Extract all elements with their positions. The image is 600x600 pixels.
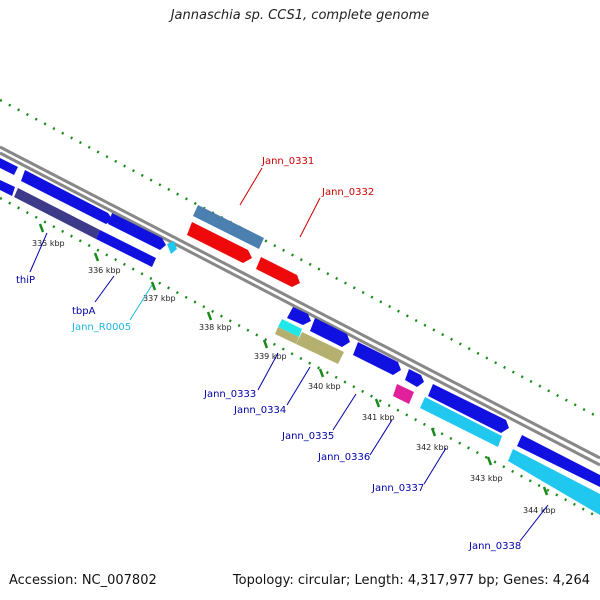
gene-jann-0335[interactable]: [353, 342, 401, 375]
tick-340: [318, 368, 325, 378]
gene-jann-0333-cyan[interactable]: [278, 319, 302, 337]
leader-line: [94, 275, 115, 303]
gene-jann-0336[interactable]: [405, 369, 424, 387]
tick-343: [486, 456, 493, 466]
leader-line: [29, 232, 48, 273]
tick-338: [206, 311, 213, 321]
topology-text: Topology: circular; Length: 4,317,977 bp…: [232, 573, 590, 588]
gene-label-jann-0338[interactable]: Jann_0338: [468, 541, 521, 552]
leader-line: [257, 352, 279, 391]
kbp-label: 344 kbp: [523, 506, 556, 515]
kbp-label: 337 kbp: [143, 294, 176, 303]
tick-336: [93, 252, 100, 262]
gene-label-jann-0331[interactable]: Jann_0331: [261, 156, 314, 167]
gene-thip[interactable]: [14, 188, 100, 239]
gene-forward-left-edge[interactable]: [0, 158, 18, 175]
gene-forward-blue[interactable]: [21, 170, 113, 224]
leader-line: [129, 284, 153, 321]
gene-label-jann-0333[interactable]: Jann_0333: [203, 389, 256, 400]
gene-jann-0336-magenta[interactable]: [393, 384, 414, 404]
tick-335: [38, 223, 45, 233]
leader-line: [423, 447, 447, 485]
tick-341: [374, 398, 381, 408]
tick-337: [150, 281, 157, 291]
inner-tick-ring: [0, 196, 600, 520]
kbp-label: 341 kbp: [362, 413, 395, 422]
gene-label-jann-0334[interactable]: Jann_0334: [233, 405, 286, 416]
kbp-label: 343 kbp: [470, 474, 503, 483]
backbone-line-inner: [0, 151, 600, 467]
gene-forward-blue[interactable]: [310, 318, 350, 347]
leader-line: [239, 167, 263, 206]
gene-label-jann-0332[interactable]: Jann_0332: [321, 187, 374, 198]
gene-label-jann-r0005[interactable]: Jann_R0005: [71, 322, 131, 333]
gene-forward-blue[interactable]: [428, 384, 509, 433]
gene-forward-blue-right[interactable]: [517, 435, 600, 487]
tick-339: [262, 339, 269, 349]
kbp-label: 338 kbp: [199, 323, 232, 332]
leader-line: [299, 197, 321, 238]
gene-jann-0338[interactable]: [508, 449, 600, 515]
gene-forward-small[interactable]: [287, 307, 311, 325]
gene-label-thip[interactable]: thiP: [16, 275, 35, 286]
leader-line: [369, 419, 393, 456]
tick-344: [542, 486, 549, 496]
kbp-label: 342 kbp: [416, 443, 449, 452]
gene-label-tbpa[interactable]: tbpA: [72, 306, 96, 317]
gene-jann-0332-a[interactable]: [187, 222, 252, 263]
leader-line: [519, 504, 549, 542]
kbp-label: 340 kbp: [308, 382, 341, 391]
backbone-line-outer: [0, 145, 600, 460]
gene-jann-r0005[interactable]: [167, 241, 177, 254]
leader-line: [286, 366, 311, 406]
gene-jann-0331[interactable]: [193, 205, 264, 249]
gene-jann-0337[interactable]: [420, 397, 502, 447]
kbp-label: 339 kbp: [254, 352, 287, 361]
gene-label-jann-0335[interactable]: Jann_0335: [281, 431, 334, 442]
genome-title: Jannaschia sp. CCS1, complete genome: [170, 8, 430, 23]
gene-reverse-left-edge[interactable]: [0, 180, 15, 196]
gene-jann-0333[interactable]: [275, 327, 299, 344]
accession-text: Accession: NC_007802: [9, 573, 157, 588]
leader-line: [332, 393, 357, 431]
gene-jann-0332[interactable]: [256, 257, 300, 287]
gene-tbpa[interactable]: [96, 230, 156, 267]
kbp-label: 335 kbp: [32, 239, 65, 248]
gene-label-jann-0336[interactable]: Jann_0336: [317, 452, 370, 463]
tick-342: [430, 427, 437, 437]
kbp-label: 336 kbp: [88, 266, 121, 275]
gene-label-jann-0337[interactable]: Jann_0337: [371, 483, 424, 494]
gene-forward-blue[interactable]: [108, 213, 166, 250]
outer-tick-ring: [0, 98, 600, 420]
gene-jann-0334[interactable]: [296, 332, 344, 364]
